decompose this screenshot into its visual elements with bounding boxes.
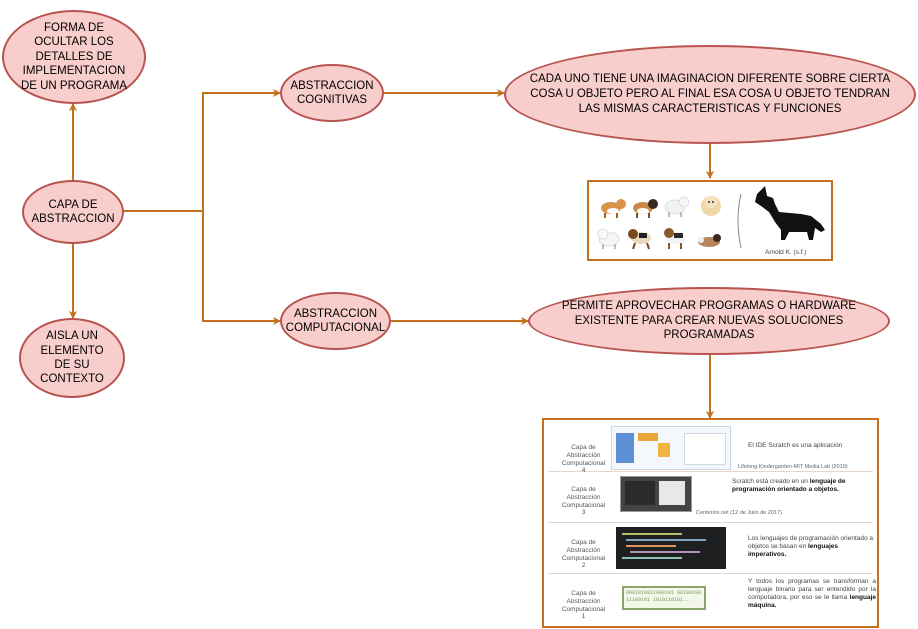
node-aisla-un-elemento: AISLA UN ELEMENTO DE SU CONTEXTO <box>19 318 125 398</box>
node-capa-label: CAPA DE ABSTRACCION <box>31 198 115 225</box>
layer-row-3-text: Scratch está creado en un lenguaje de pr… <box>732 478 846 494</box>
node-permite-aprovechar: PERMITE APROVECHAR PROGRAMAS O HARDWARE … <box>528 287 890 355</box>
node-aprovechar-label: PERMITE APROVECHAR PROGRAMAS O HARDWARE … <box>561 299 857 342</box>
layer-row-4-text: El IDE Scratch es una aplicación <box>748 442 843 449</box>
binary-box: 0001010011000101 0010010011100101 101011… <box>622 586 706 610</box>
edge-branch-computacional <box>202 211 281 325</box>
node-cognitivas-label: ABSTRACCION COGNITIVAS <box>290 79 374 106</box>
node-abstraccion-computacional: ABSTRACCION COMPUTACIONAL <box>280 292 391 350</box>
small-dogs-row-2 <box>597 228 721 250</box>
layer-row-4-cite: Lifelong Kindergarden-MIT Media Lab (201… <box>738 464 848 470</box>
node-forma-label: FORMA DE OCULTAR LOS DETALLES DE IMPLEME… <box>20 22 128 92</box>
node-aisla-label: AISLA UN ELEMENTO DE SU CONTEXTO <box>40 330 104 386</box>
node-capa-de-abstraccion: CAPA DE ABSTRACCION <box>22 180 124 244</box>
node-imaginacion-label: CADA UNO TIENE UNA IMAGINACION DIFERENTE… <box>529 73 891 115</box>
small-dogs-row-1 <box>601 196 721 218</box>
big-dog-silhouette <box>755 186 825 240</box>
node-imaginacion-diferente: CADA UNO TIENE UNA IMAGINACION DIFERENTE… <box>504 45 916 144</box>
layer-row-3-cite: Centerios.net (12 de Julio de 2017) <box>696 510 782 516</box>
layer-row-1-text: Y todos los programas se transforman a l… <box>748 578 877 610</box>
dogs-caption: Arnold K. (s.f.) <box>765 249 807 256</box>
node-abstraccion-cognitivas: ABSTRACCION COGNITIVAS <box>280 64 384 122</box>
edge-branch-cognitivas <box>202 89 281 211</box>
node-forma-de-ocultar: FORMA DE OCULTAR LOS DETALLES DE IMPLEME… <box>2 10 146 104</box>
dogs-image: Arnold K. (s.f.) <box>587 180 833 261</box>
scratch-ide-thumbnail <box>611 426 731 470</box>
code-editor-thumbnail <box>616 527 726 569</box>
scratch-source-thumbnail <box>620 476 692 512</box>
node-computacional-label: ABSTRACCION COMPUTACIONAL <box>285 307 386 334</box>
layer-row-2-text: Los lenguajes de programación orientado … <box>748 535 874 559</box>
divider-bracket <box>737 193 742 249</box>
dogs-illustration: Arnold K. (s.f.) <box>597 186 825 256</box>
